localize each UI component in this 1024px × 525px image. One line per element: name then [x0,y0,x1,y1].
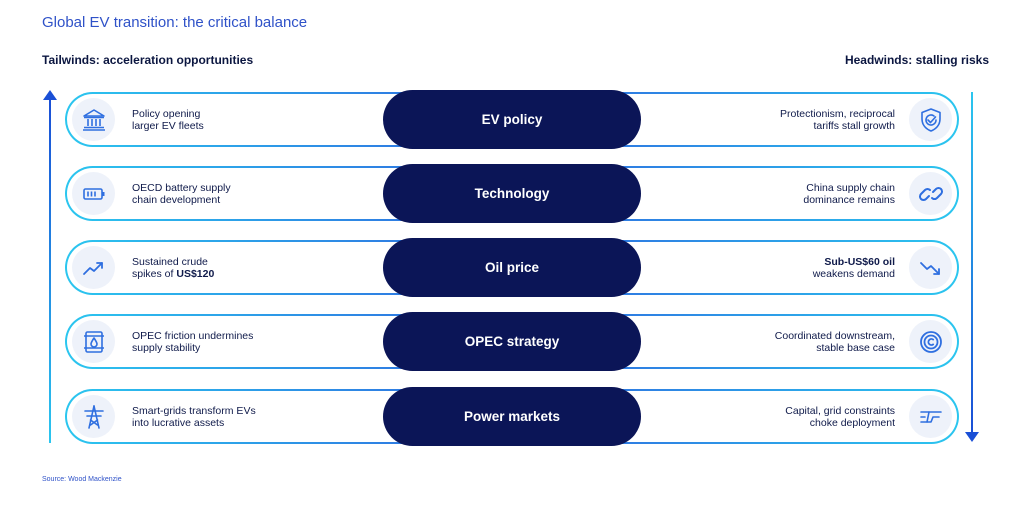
tailwind-text: OPEC friction undermines supply stabilit… [132,329,254,354]
headwind-text: China supply chain dominance remains [803,181,895,206]
balance-row-opec-strategy: OPEC friction undermines supply stabilit… [65,312,959,371]
category-pill: Oil price [383,238,641,297]
shield-check-icon [909,98,952,141]
category-pill: OPEC strategy [383,312,641,371]
headwinds-down-arrow [965,92,979,442]
copyright-circle-icon [909,320,952,363]
category-pill: Technology [383,164,641,223]
tailwind-text: Policy opening larger EV fleets [132,107,204,132]
page-title: Global EV transition: the critical balan… [42,14,308,31]
tailwinds-heading: Tailwinds: acceleration opportunities [42,53,254,67]
headwind-text: Capital, grid constraints choke deployme… [785,404,895,429]
trend-down-icon [909,246,952,289]
government-building-icon [72,98,115,141]
category-pill: Power markets [383,387,641,446]
tailwind-text: Sustained crude spikes of US$120 [132,255,215,280]
power-pylon-icon [72,395,115,438]
headwind-text: Protectionism, reciprocal tariffs stall … [780,107,895,132]
headwind-text: Sub-US$60 oil weakens demand [812,255,895,280]
oil-barrel-icon [72,320,115,363]
tailwind-text: Smart-grids transform EVs into lucrative… [132,404,256,429]
battery-icon [72,172,115,215]
balance-row-ev-policy: Policy opening larger EV fleets EV polic… [65,90,959,149]
category-pill: EV policy [383,90,641,149]
balance-row-power-markets: Smart-grids transform EVs into lucrative… [65,387,959,446]
balance-row-technology: OECD battery supply chain development Te… [65,164,959,223]
trend-up-icon [72,246,115,289]
headwind-text: Coordinated downstream, stable base case [774,329,895,354]
chain-link-icon [909,172,952,215]
headwinds-heading: Headwinds: stalling risks [844,53,989,67]
balance-row-oil-price: Sustained crude spikes of US$120 Oil pri… [65,238,959,297]
tailwind-text: OECD battery supply chain development [132,181,231,206]
grid-constraint-icon [909,395,952,438]
tailwinds-up-arrow [43,90,57,443]
source-note: Source: Wood Mackenzie [42,476,122,483]
